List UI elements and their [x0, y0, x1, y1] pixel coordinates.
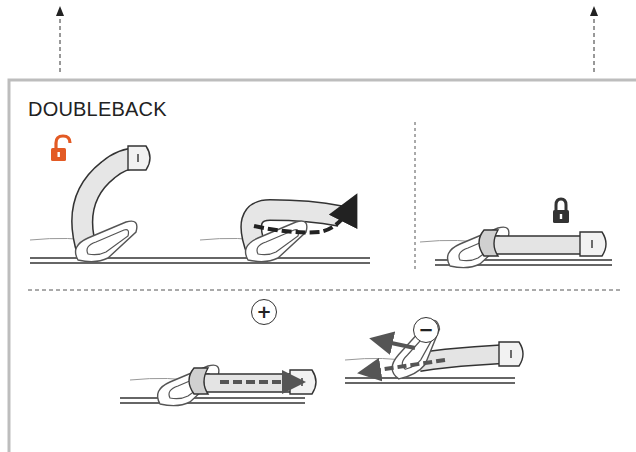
lock-icon [553, 199, 569, 223]
strap-locked [420, 227, 612, 267]
sign-symbol: − [418, 321, 433, 339]
sign-circle: − [413, 317, 439, 343]
separator [415, 122, 416, 272]
unlock-icon [51, 136, 70, 161]
sign-symbol: + [256, 303, 271, 321]
sign-circle: + [251, 299, 277, 325]
strap-threading [200, 204, 370, 263]
strap-tighten [120, 365, 316, 405]
pull-arrows [56, 6, 598, 72]
strap-unlocked [30, 146, 200, 263]
separator [28, 290, 622, 291]
panel-title: DOUBLEBACK [28, 98, 167, 121]
panel-border [9, 80, 636, 452]
